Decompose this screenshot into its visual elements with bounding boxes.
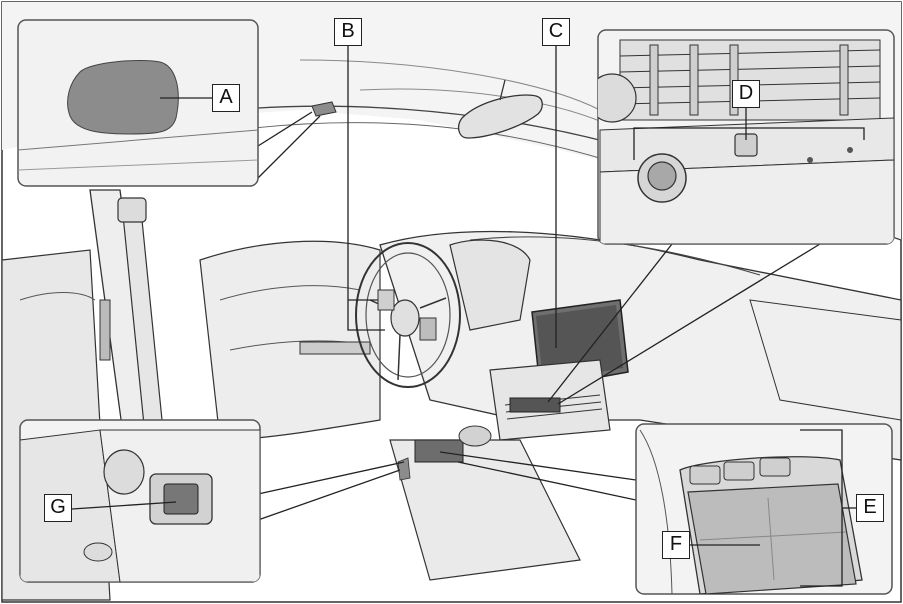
steering-wheel [355, 242, 461, 388]
usb-port-icon [163, 483, 199, 515]
callout-g: G [44, 494, 72, 522]
inset-d [597, 29, 895, 245]
touchpad-icon [687, 483, 857, 594]
inset-ef [635, 423, 893, 595]
callout-a: A [212, 84, 240, 112]
console-touchpad [414, 439, 464, 463]
callout-d: D [732, 80, 760, 108]
ceiling-sensor [311, 101, 337, 117]
inset-g [19, 419, 261, 583]
console-usb-location [397, 457, 411, 481]
front-door-panel [199, 240, 381, 441]
sensor-pad-icon [67, 60, 179, 135]
rear-view-mirror [457, 79, 543, 139]
leader-lines [257, 46, 821, 521]
callout-f: F [662, 531, 690, 559]
callout-c: C [542, 18, 570, 46]
callout-b: B [334, 18, 362, 46]
callout-e: E [856, 494, 884, 522]
climate-controls [509, 397, 561, 413]
inset-a [17, 19, 259, 187]
